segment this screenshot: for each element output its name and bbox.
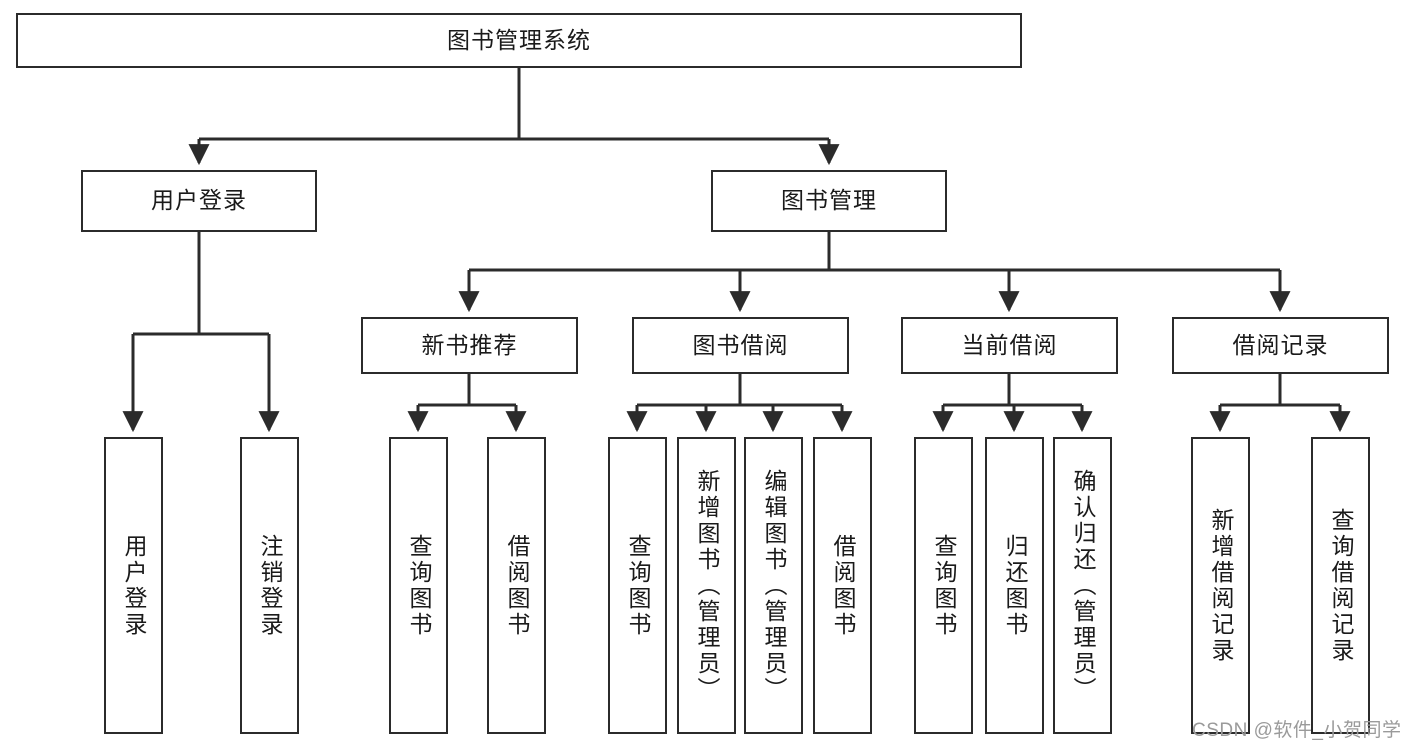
node-leaf-add-book[interactable]: 新增图书（管理员） bbox=[677, 437, 736, 734]
node-user-login-label: 用户登录 bbox=[151, 187, 247, 214]
node-book-borrow-label: 图书借阅 bbox=[692, 331, 789, 358]
node-leaf-add-book-label: 新增图书（管理员） bbox=[694, 468, 721, 703]
node-leaf-borrow-book-1-label: 借阅图书 bbox=[504, 533, 531, 638]
node-leaf-query-record-label: 查询借阅记录 bbox=[1328, 507, 1355, 664]
node-borrow-record[interactable]: 借阅记录 bbox=[1172, 317, 1389, 374]
node-leaf-edit-book-label: 编辑图书（管理员） bbox=[761, 468, 788, 703]
node-leaf-return-book-label: 归还图书 bbox=[1002, 533, 1029, 638]
node-book-manage-label: 图书管理 bbox=[781, 187, 877, 214]
node-leaf-query-book-2[interactable]: 查询图书 bbox=[608, 437, 667, 734]
node-borrow-record-label: 借阅记录 bbox=[1232, 331, 1329, 358]
node-leaf-query-book-1[interactable]: 查询图书 bbox=[389, 437, 448, 734]
node-book-borrow[interactable]: 图书借阅 bbox=[632, 317, 849, 374]
node-leaf-borrow-book-1[interactable]: 借阅图书 bbox=[487, 437, 546, 734]
node-root[interactable]: 图书管理系统 bbox=[16, 13, 1022, 68]
node-leaf-query-book-3[interactable]: 查询图书 bbox=[914, 437, 973, 734]
node-leaf-add-record-label: 新增借阅记录 bbox=[1208, 507, 1235, 664]
node-leaf-edit-book[interactable]: 编辑图书（管理员） bbox=[744, 437, 803, 734]
node-leaf-user-logout-label: 注销登录 bbox=[257, 533, 284, 638]
node-leaf-query-record[interactable]: 查询借阅记录 bbox=[1311, 437, 1370, 734]
node-leaf-borrow-book-2-label: 借阅图书 bbox=[830, 533, 857, 638]
node-leaf-add-record[interactable]: 新增借阅记录 bbox=[1191, 437, 1250, 734]
node-user-login[interactable]: 用户登录 bbox=[81, 170, 317, 232]
node-leaf-query-book-2-label: 查询图书 bbox=[625, 533, 652, 638]
node-current-borrow[interactable]: 当前借阅 bbox=[901, 317, 1118, 374]
node-leaf-query-book-1-label: 查询图书 bbox=[406, 533, 433, 638]
node-leaf-query-book-3-label: 查询图书 bbox=[931, 533, 958, 638]
node-leaf-user-logout[interactable]: 注销登录 bbox=[240, 437, 299, 734]
node-new-book-rec-label: 新书推荐 bbox=[421, 331, 518, 358]
node-book-manage[interactable]: 图书管理 bbox=[711, 170, 947, 232]
node-leaf-return-book[interactable]: 归还图书 bbox=[985, 437, 1044, 734]
node-leaf-user-login[interactable]: 用户登录 bbox=[104, 437, 163, 734]
node-current-borrow-label: 当前借阅 bbox=[961, 331, 1058, 358]
node-leaf-user-login-label: 用户登录 bbox=[121, 533, 148, 638]
watermark-text: CSDN @软件_小贺同学 bbox=[1192, 720, 1402, 741]
node-new-book-rec[interactable]: 新书推荐 bbox=[361, 317, 578, 374]
node-leaf-confirm-return-label: 确认归还（管理员） bbox=[1070, 468, 1097, 703]
node-root-label: 图书管理系统 bbox=[447, 26, 591, 53]
node-leaf-confirm-return[interactable]: 确认归还（管理员） bbox=[1053, 437, 1112, 734]
node-leaf-borrow-book-2[interactable]: 借阅图书 bbox=[813, 437, 872, 734]
